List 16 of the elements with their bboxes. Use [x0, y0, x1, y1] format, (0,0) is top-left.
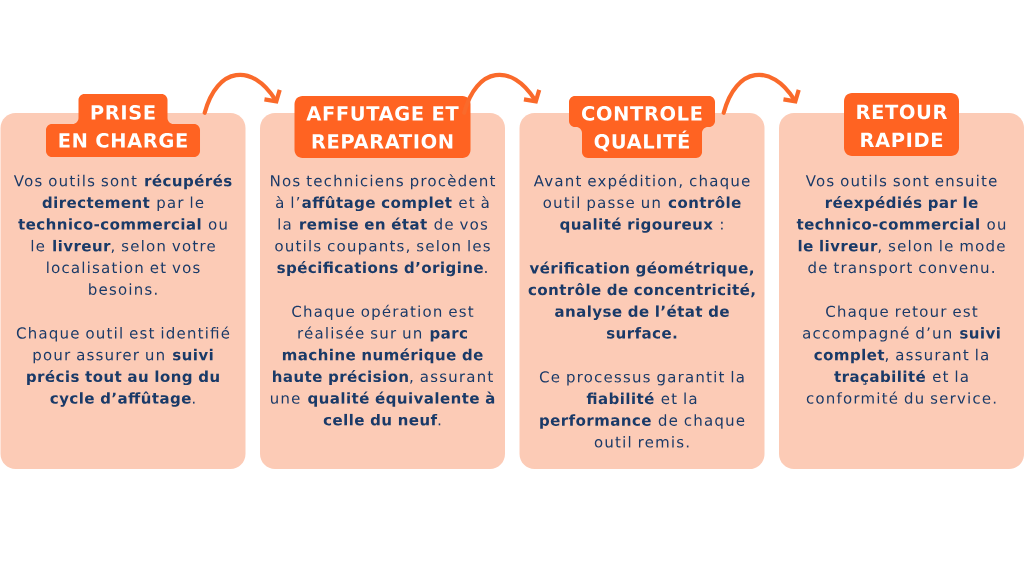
body-text: Ce processus garantit la fiabilité et la performance de chaque outil remis.: [539, 370, 745, 448]
body-text: Chaque retour est accompagné d’un suivi complet, assurant la traçabilité et la conformité du service.: [803, 305, 1000, 404]
arrow: [202, 72, 282, 115]
title-badge: RETOUR RAPIDE: [844, 93, 959, 156]
body-text: Nos techniciens procèdent à l’affûtage complet et à la remise en état de vos outils coupants, selon les spécifications d’origine.: [271, 174, 496, 277]
title-badge: AFFUTAGE ET REPARATION: [294, 96, 471, 158]
title-badge: PRISE EN CHARGE: [46, 94, 200, 157]
body-text: vérification géométrique, contrôle de concentricité, analyse de l’état de surface.: [528, 261, 755, 339]
body-text: Chaque outil est identifié pour assurer un suivi précis tout au long du cycle d’affûtage.: [16, 326, 230, 407]
body-text: Avant expédition, chaque outil passe un contrôle qualité rigoureux :: [533, 174, 750, 233]
body-text: Vos outils sont récupérés directement par le technico-commercial ou le livreur, selon votre localisation et vos besoins.: [13, 174, 232, 295]
arrow: [721, 72, 801, 115]
body-text: Vos outils sont ensuite réexpédiés par le technico-commercial ou le livreur, selon le mode de transport convenu.: [796, 174, 1006, 277]
title-badge: CONTROLE QUALITÉ: [569, 96, 715, 158]
body-text: Chaque opération est réalisée sur un parc machine numérique de haute précision, assurant une qualité équivalente à celle du neuf.: [270, 304, 495, 426]
arrow: [462, 72, 542, 115]
